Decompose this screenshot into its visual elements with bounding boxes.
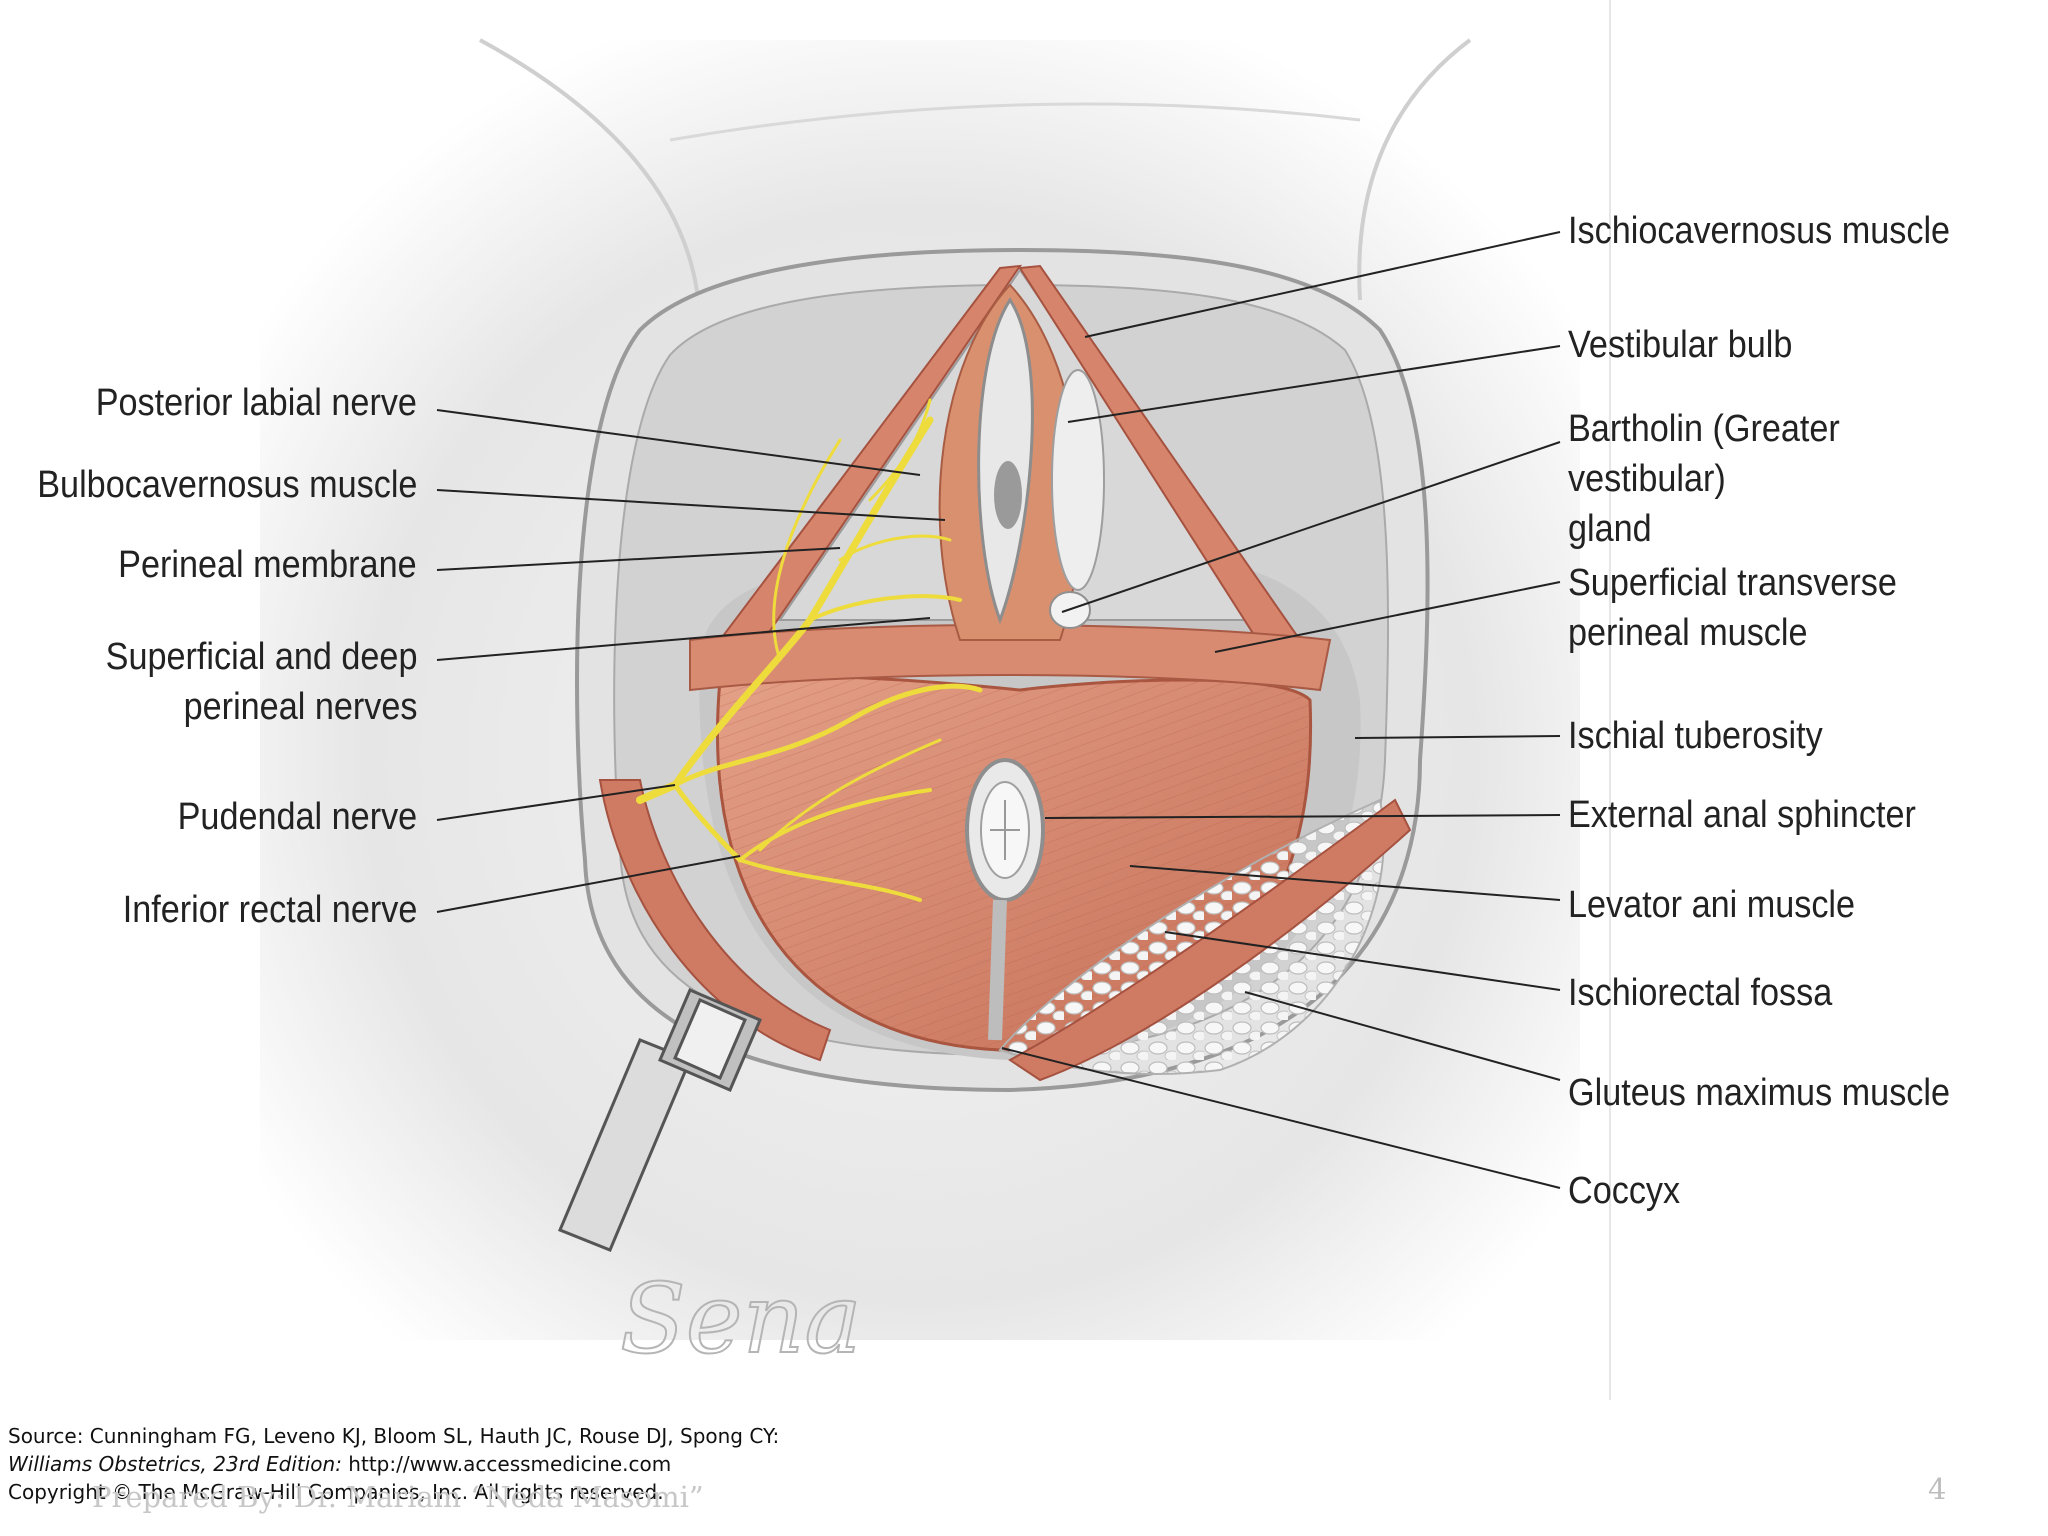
label-line: Superficial transverse <box>1568 562 1897 604</box>
label-external-anal-sphincter: External anal sphincter <box>1568 794 1916 836</box>
label-vestibular-bulb: Vestibular bulb <box>1568 324 1793 366</box>
label-line: Bartholin (Greater vestibular) <box>1568 408 1840 500</box>
source-line-3: Copyright © The McGraw-Hill Companies, I… <box>8 1480 664 1504</box>
label-bartholin-gland: Bartholin (Greater vestibular) gland <box>1568 404 2000 554</box>
label-ischiocavernosus-muscle: Ischiocavernosus muscle <box>1568 210 1951 252</box>
label-pudendal-nerve: Pudendal nerve <box>177 796 417 838</box>
nerves <box>636 398 983 902</box>
label-posterior-labial-nerve: Posterior labial nerve <box>95 382 417 424</box>
label-ischiorectal-fossa: Ischiorectal fossa <box>1568 972 1833 1014</box>
ischiorectal-fossa-fat <box>998 798 1385 1075</box>
source-line-1: Source: Cunningham FG, Leveno KJ, Bloom … <box>8 1424 780 1448</box>
label-inferior-rectal-nerve: Inferior rectal nerve <box>122 889 417 931</box>
vestibular-bulb-shape <box>1051 369 1105 591</box>
svg-text:Sena: Sena <box>620 1263 862 1375</box>
vestibule-shape <box>977 297 1034 625</box>
gluteus-maximus-shape <box>1008 798 1412 1082</box>
right-thigh-contour <box>1357 38 1472 301</box>
page-number: 4 <box>1928 1472 1947 1506</box>
label-superficial-transverse-perineal-muscle: Superficial transverse perineal muscle <box>1568 558 1897 658</box>
label-superficial-deep-perineal-nerves: Superficial and deep perineal nerves <box>105 632 417 732</box>
label-perineal-membrane: Perineal membrane <box>118 544 417 586</box>
source-citation: Source: Cunningham FG, Leveno KJ, Bloom … <box>8 1422 908 1506</box>
source-url: http://www.accessmedicine.com <box>341 1452 672 1476</box>
transverse-perineal-shape <box>689 624 1332 692</box>
prepared-by-footer: Prepared By: Dr. Mariam “Neda Masomi” <box>92 1480 704 1514</box>
label-line: gland <box>1568 508 1652 550</box>
artist-signature: Sena <box>619 1262 863 1376</box>
label-gluteus-maximus-muscle: Gluteus maximus muscle <box>1568 1072 1951 1114</box>
label-bulbocavernosus-muscle: Bulbocavernosus muscle <box>36 464 417 506</box>
label-levator-ani-muscle: Levator ani muscle <box>1568 884 1856 926</box>
leader-lines <box>436 231 1561 1189</box>
label-line: Superficial and deep <box>105 636 417 678</box>
label-line: perineal muscle <box>1568 612 1808 654</box>
left-thigh-contour <box>479 38 702 331</box>
label-coccyx: Coccyx <box>1568 1170 1681 1212</box>
source-line-2: Williams Obstetrics, 23rd Edition: http:… <box>8 1450 908 1478</box>
label-ischial-tuberosity: Ischial tuberosity <box>1568 715 1823 757</box>
label-line: perineal nerves <box>183 686 417 728</box>
retractor-instrument <box>558 988 762 1252</box>
source-book-title: Williams Obstetrics, 23rd Edition: <box>8 1452 342 1476</box>
